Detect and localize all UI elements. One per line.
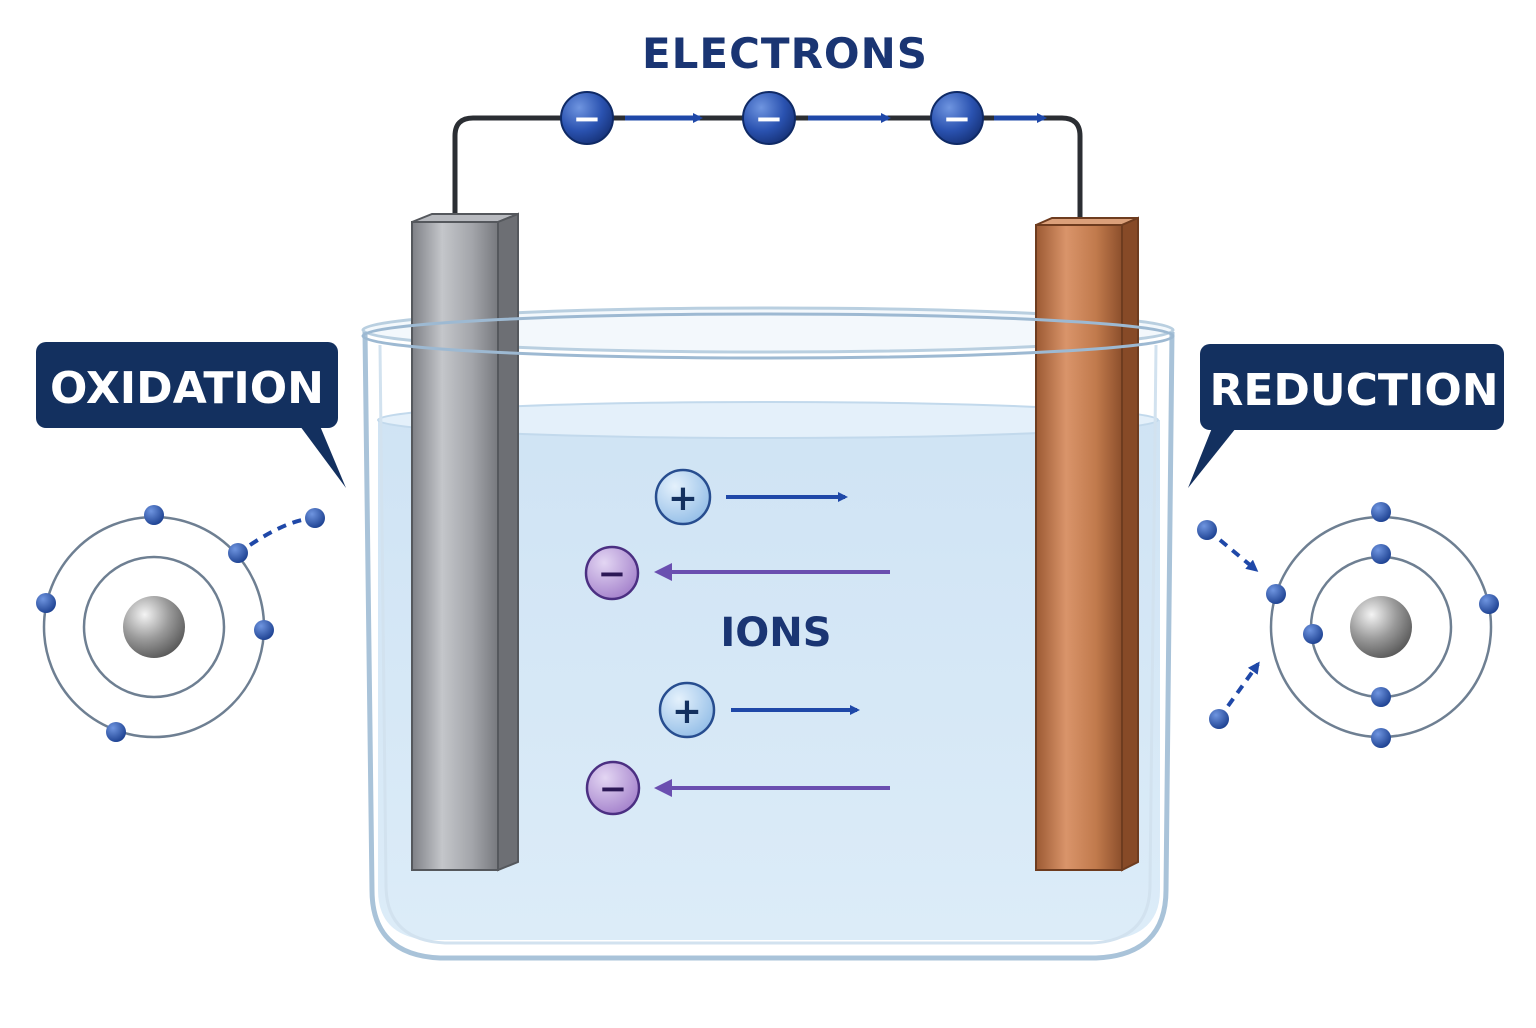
reduction-callout: REDUCTION xyxy=(1188,344,1504,488)
svg-text:−: − xyxy=(598,554,627,594)
cation-plus-icon: + xyxy=(658,681,716,739)
beaker-inner-wall xyxy=(378,344,1158,945)
copper-cathode-electrode xyxy=(1035,216,1139,872)
electron-minus-icon: − xyxy=(560,91,614,145)
electron-minus-icon: − xyxy=(930,91,984,145)
zinc-anode-electrode xyxy=(411,212,519,872)
svg-text:+: + xyxy=(672,691,702,732)
oxidation-label: OXIDATION xyxy=(50,363,324,414)
oxidation-callout: OXIDATION xyxy=(36,342,346,488)
atom-icon-reduction xyxy=(1197,502,1499,748)
solution-surface xyxy=(377,401,1159,439)
electrolyte-solution xyxy=(378,407,1160,940)
svg-text:+: + xyxy=(668,478,698,519)
svg-text:−: − xyxy=(599,769,628,809)
atom-icon-oxidation xyxy=(36,505,325,742)
anion-arrow-head xyxy=(654,779,672,797)
svg-text:−: − xyxy=(943,99,972,139)
svg-text:−: − xyxy=(755,99,784,139)
electron-minus-icon: − xyxy=(742,91,796,145)
electrons-label: ELECTRONS xyxy=(642,29,928,78)
cation-plus-icon: + xyxy=(654,468,712,526)
anion-minus-icon: − xyxy=(584,545,640,601)
beaker-glass xyxy=(362,331,1175,961)
ions-label: IONS xyxy=(720,610,831,656)
beaker-back-rim xyxy=(361,306,1175,354)
anion-arrow-head xyxy=(654,563,672,581)
anion-minus-icon: − xyxy=(585,760,641,816)
reduction-label: REDUCTION xyxy=(1209,365,1498,416)
svg-text:−: − xyxy=(573,99,602,139)
beaker-front-rim xyxy=(361,312,1175,360)
